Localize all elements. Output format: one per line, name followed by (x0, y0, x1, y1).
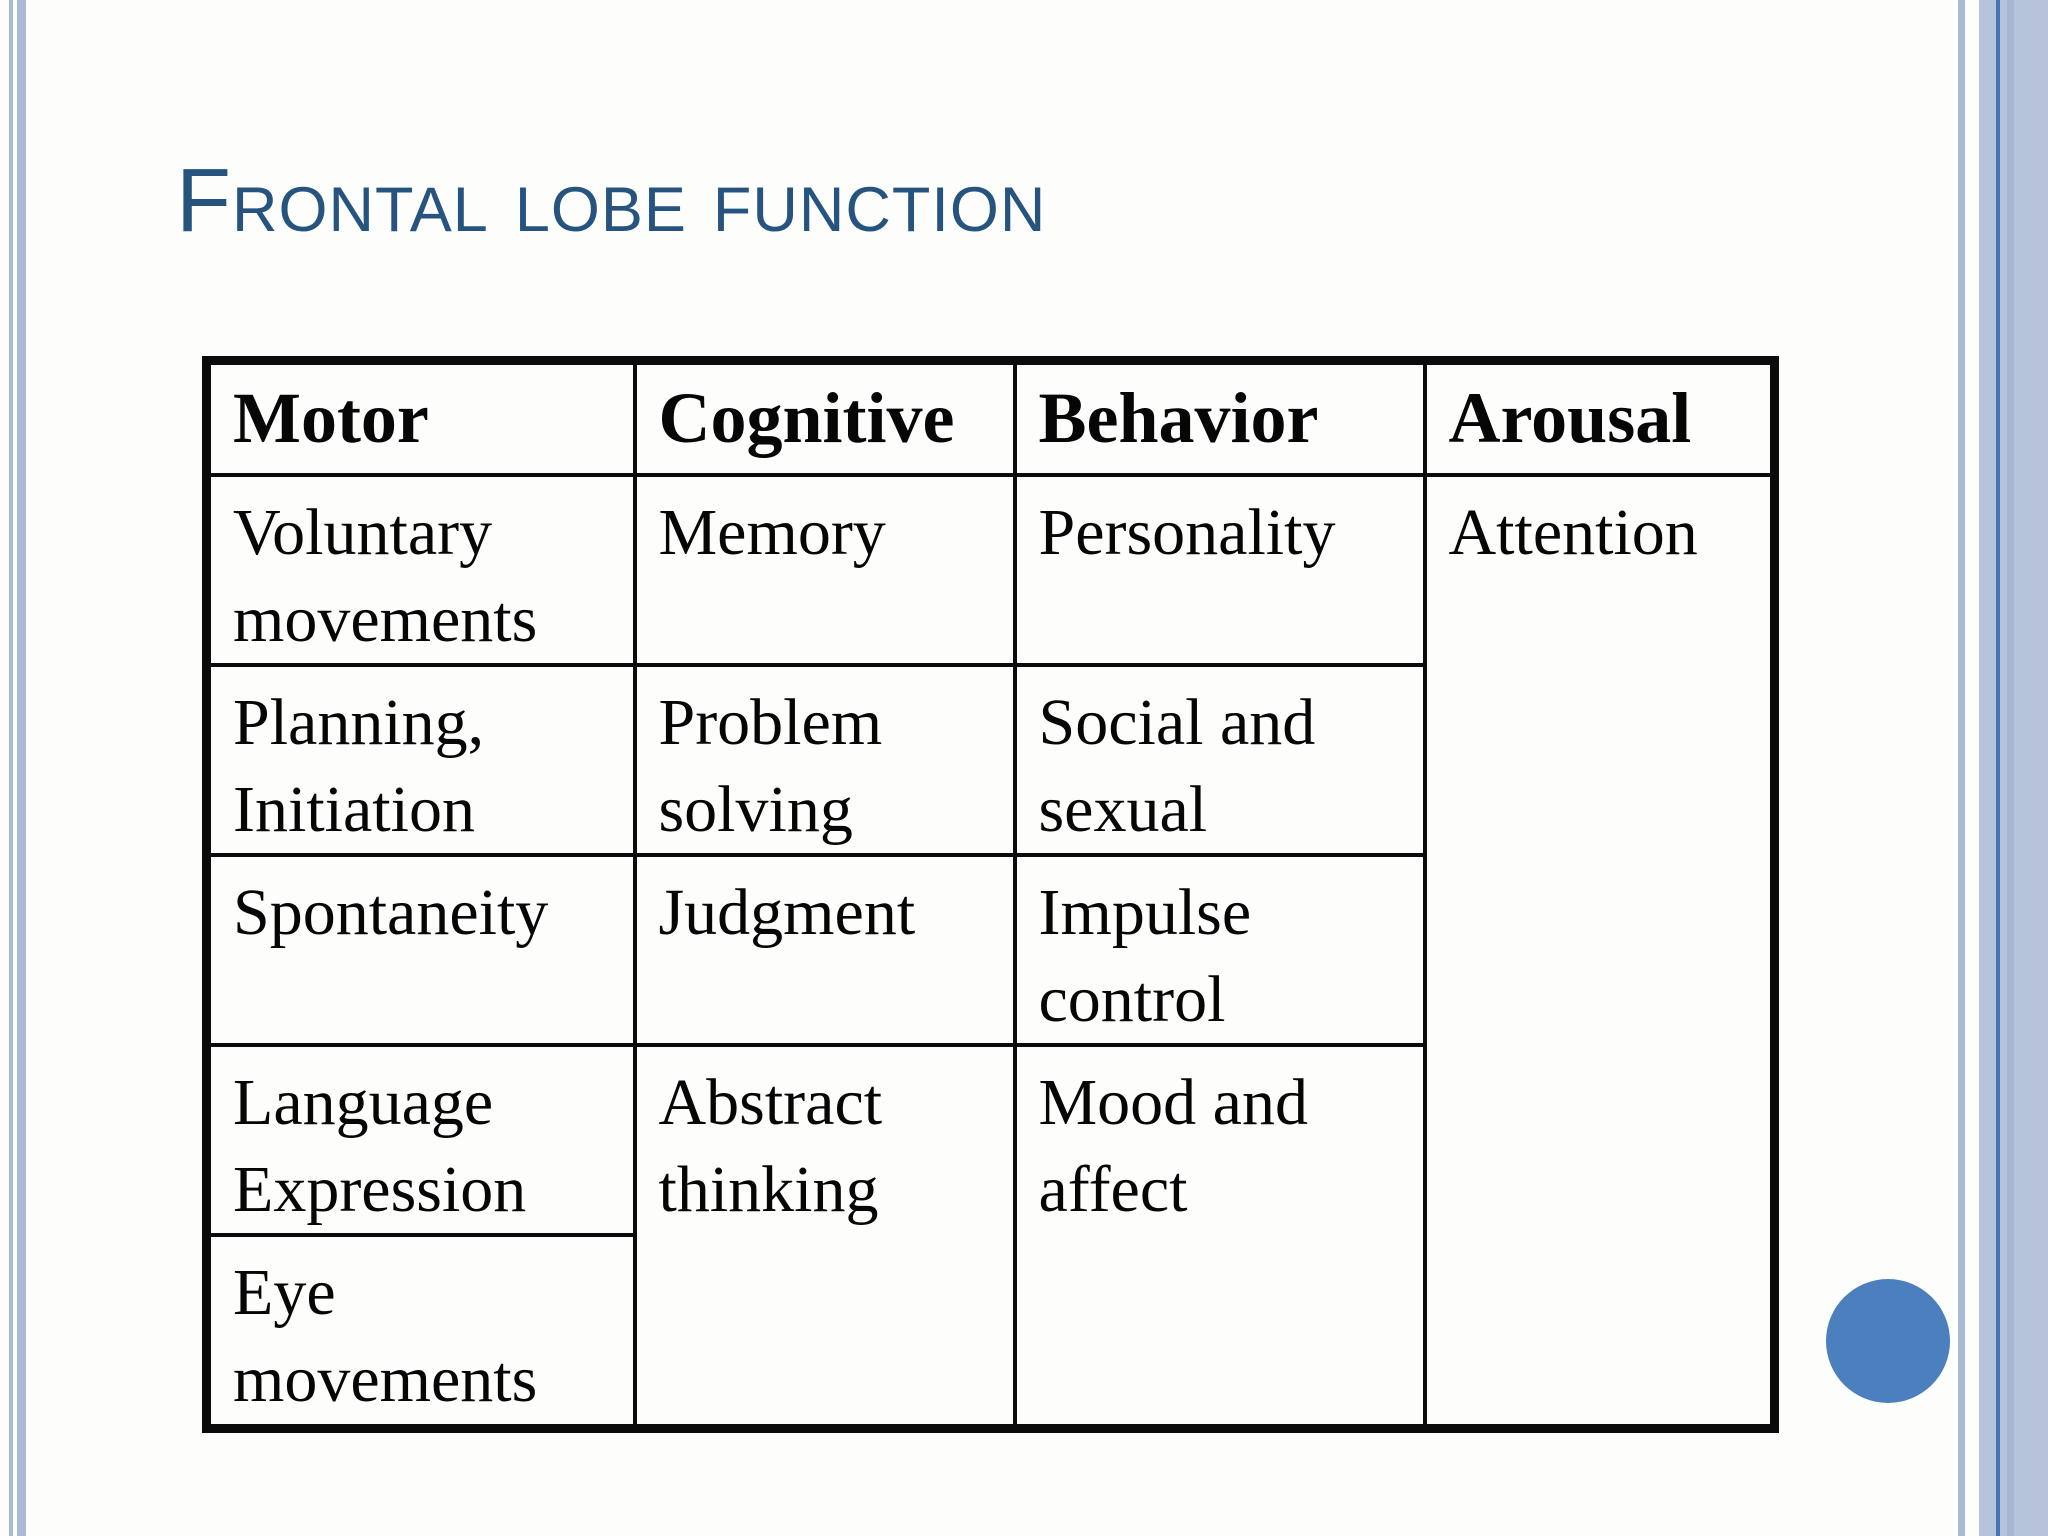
col-header-cognitive: Cognitive (632, 358, 1017, 477)
right-border-stripe-thin (1958, 0, 1965, 1536)
right-band-inner-stripe (2007, 0, 2014, 1536)
cell-behavior-social-sexual: Social and sexual (1012, 662, 1427, 857)
cell-motor-language-expression: Language Expression (204, 1043, 637, 1238)
cell-cognitive-judgment: Judgment (632, 852, 1017, 1048)
cell-behavior-mood-affect: Mood and affect (1012, 1043, 1427, 1431)
table-row: Voluntary movements Memory Personality A… (204, 472, 1777, 1431)
frontal-lobe-function-table: Motor Cognitive Behavior Arousal Volunta… (202, 356, 1779, 1433)
cell-motor-voluntary-movements: Voluntary movements (204, 472, 637, 667)
cell-arousal-attention: Attention (1422, 472, 1777, 1431)
decorative-circle (1826, 1279, 1950, 1403)
left-border-stripe-thick (17, 0, 26, 1536)
cell-motor-spontaneity: Spontaneity (204, 852, 637, 1048)
slide-title: Frontal lobe function (176, 151, 1047, 251)
cell-behavior-personality: Personality (1012, 472, 1427, 667)
table-row: Eye movements (204, 1233, 1775, 1431)
cell-motor-eye-movements: Eye movements (204, 1233, 637, 1431)
table-row: Spontaneity Judgment Impulse control (204, 852, 1775, 1048)
left-border-stripe-thin (9, 0, 13, 1536)
cell-behavior-impulse-control: Impulse control (1012, 852, 1427, 1048)
cell-cognitive-problem-solving: Problem solving (632, 662, 1017, 857)
right-border-band (1979, 0, 2048, 1536)
cell-cognitive-memory: Memory (632, 472, 1017, 667)
right-band-accent-line (1996, 0, 2000, 1536)
table-row: Planning, Initiation Problem solving Soc… (204, 662, 1775, 857)
col-header-behavior: Behavior (1012, 358, 1427, 477)
cell-motor-planning-initiation: Planning, Initiation (204, 662, 637, 857)
table-row: Language Expression Abstract thinking Mo… (204, 1043, 1775, 1431)
cell-cognitive-abstract-thinking: Abstract thinking (632, 1043, 1017, 1431)
col-header-arousal: Arousal (1422, 358, 1777, 477)
header-row: Motor Cognitive Behavior Arousal (204, 358, 1777, 477)
col-header-motor: Motor (204, 358, 637, 477)
